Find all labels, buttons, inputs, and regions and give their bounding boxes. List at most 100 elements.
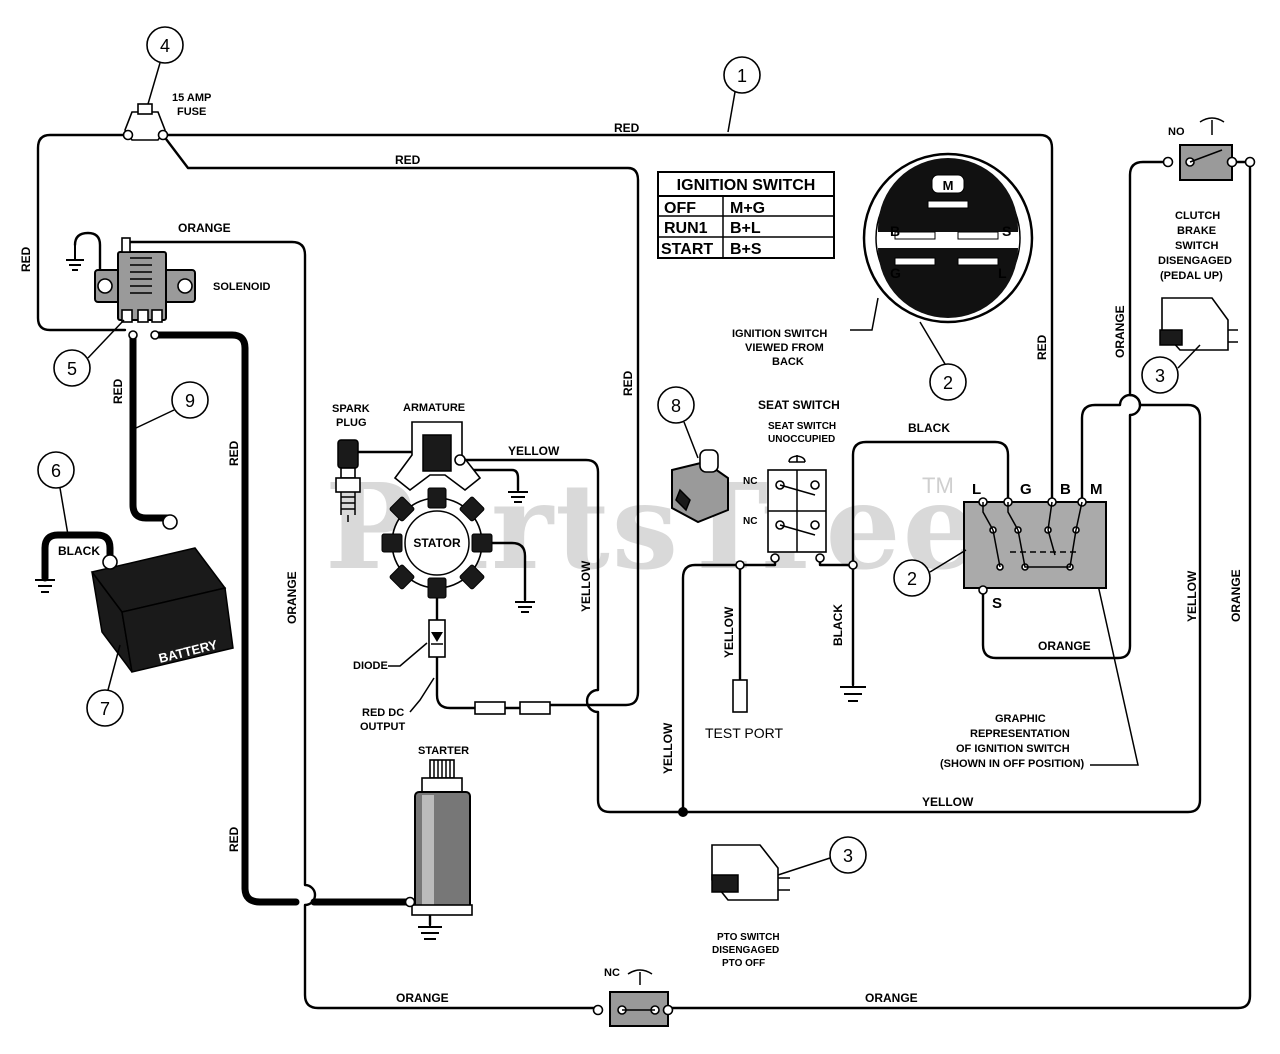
junction-dot xyxy=(678,807,688,817)
diode xyxy=(428,619,446,658)
wire-label: ORANGE xyxy=(1229,569,1243,622)
wire-label: ORANGE xyxy=(865,991,918,1005)
seat-junction-right xyxy=(848,560,858,570)
wire-label: RED xyxy=(227,440,241,466)
seat-switch-pictorial xyxy=(671,449,729,524)
wire-label: RED xyxy=(111,378,125,404)
callout-1: 1 xyxy=(737,66,747,86)
component-labels: 15 AMP FUSE SOLENOID SPARK PLUG ARMATURE… xyxy=(172,92,1232,979)
ground-starter xyxy=(418,926,442,940)
callout-9: 9 xyxy=(185,391,195,411)
ignition-table-title: IGNITION SWITCH xyxy=(677,177,816,194)
back-terminal-s: S xyxy=(1002,223,1011,239)
wire-label: RED xyxy=(19,246,33,272)
starter xyxy=(404,759,473,916)
wire-label: YELLOW xyxy=(722,606,736,658)
wire-label: RED xyxy=(227,826,241,852)
table-cell: M+G xyxy=(730,200,765,217)
ignition-graphic-label: REPRESENTATION xyxy=(970,728,1070,740)
table-cell: RUN1 xyxy=(664,220,708,237)
back-terminal-g: G xyxy=(890,265,901,281)
callout-5: 5 xyxy=(67,359,77,379)
test-port-label: TEST PORT xyxy=(705,725,784,741)
terminal-s: S xyxy=(992,595,1002,612)
starter-label: STARTER xyxy=(418,745,469,757)
clutch-switch-label: CLUTCH xyxy=(1175,210,1220,222)
wire-label: ORANGE xyxy=(285,571,299,624)
pto-switch-nc: NC xyxy=(604,967,620,979)
dc-output-label: OUTPUT xyxy=(360,721,406,733)
terminal-l: L xyxy=(972,481,981,498)
diode-leader xyxy=(388,642,428,667)
callout-8: 8 xyxy=(671,396,681,416)
wire-label: RED xyxy=(1035,334,1049,360)
wire-label: YELLOW xyxy=(579,560,593,612)
seat-switch xyxy=(767,455,827,563)
armature xyxy=(393,421,482,492)
wire-label: BLACK xyxy=(58,544,100,558)
watermark-tm: TM xyxy=(922,473,954,498)
wire-label: BLACK xyxy=(831,604,845,646)
connector-2 xyxy=(519,701,551,715)
pto-switch-label: PTO OFF xyxy=(722,958,765,969)
spark-plug-label: SPARK xyxy=(332,403,370,415)
ignition-graphic-label: (SHOWN IN OFF POSITION) xyxy=(940,758,1085,770)
callout-3-bottom: 3 xyxy=(843,846,853,866)
ignition-back-label: IGNITION SWITCH xyxy=(732,328,827,340)
pto-switch-label: PTO SWITCH xyxy=(717,932,780,943)
callout-4: 4 xyxy=(160,36,170,56)
wire-label: YELLOW xyxy=(661,722,675,774)
table-cell: B+S xyxy=(730,241,762,258)
seat-switch-nc: NC xyxy=(743,516,757,527)
fuse-label: FUSE xyxy=(177,106,206,118)
pto-switch xyxy=(592,969,674,1027)
fuse-label: 15 AMP xyxy=(172,92,211,104)
callout-6: 6 xyxy=(51,461,61,481)
stator: STATOR xyxy=(381,487,493,599)
battery: BATTERY xyxy=(90,514,234,673)
wire-label: RED xyxy=(614,121,640,135)
callout-2-bottom: 2 xyxy=(907,569,917,589)
ground-solenoid xyxy=(66,231,102,284)
terminal-g: G xyxy=(1020,481,1032,498)
wire-label: BLACK xyxy=(908,421,950,435)
wire-label: YELLOW xyxy=(922,795,974,809)
table-cell: OFF xyxy=(664,200,696,217)
callout-3-top: 3 xyxy=(1155,366,1165,386)
wire-label: YELLOW xyxy=(508,444,560,458)
ground-stator xyxy=(515,601,535,613)
ignition-switch-back-view: M B S G L xyxy=(862,152,1034,324)
clutch-switch-no: NO xyxy=(1168,126,1185,138)
clutch-switch-pictorial xyxy=(1159,297,1238,351)
seat-switch-state: UNOCCUPIED xyxy=(768,434,835,445)
wire-label: RED xyxy=(395,153,421,167)
back-terminal-b: B xyxy=(890,223,900,239)
wire-label: ORANGE xyxy=(178,221,231,235)
solenoid xyxy=(94,237,196,340)
wire-label: RED xyxy=(621,370,635,396)
callout-2-top: 2 xyxy=(943,373,953,393)
wire-label: ORANGE xyxy=(396,991,449,1005)
ground-symbols xyxy=(35,231,866,940)
ignition-table: IGNITION SWITCH OFF M+G RUN1 B+L START B… xyxy=(657,171,835,259)
terminal-m: M xyxy=(1090,481,1103,498)
table-cell: START xyxy=(661,241,713,258)
ground-armature xyxy=(508,491,528,503)
dc-output-label: RED DC xyxy=(362,707,404,719)
back-terminal-l: L xyxy=(998,265,1007,281)
seat-switch-nc: NC xyxy=(743,476,757,487)
ignition-switch-graphic: L G B M S xyxy=(963,481,1107,612)
solenoid-label: SOLENOID xyxy=(213,281,271,293)
spark-plug-label: PLUG xyxy=(336,417,367,429)
seat-switch-label: SEAT SWITCH xyxy=(758,398,840,412)
callouts: 1 2 2 3 3 4 5 6 7 8 9 xyxy=(37,26,1201,876)
wire-label: ORANGE xyxy=(1038,639,1091,653)
ignition-graphic-label: OF IGNITION SWITCH xyxy=(956,743,1070,755)
stator-label: STATOR xyxy=(413,536,461,550)
clutch-brake-switch xyxy=(1162,117,1256,181)
connector-1 xyxy=(474,701,506,715)
test-port xyxy=(732,679,748,713)
fuse xyxy=(122,103,169,141)
ground-battery xyxy=(35,579,55,593)
